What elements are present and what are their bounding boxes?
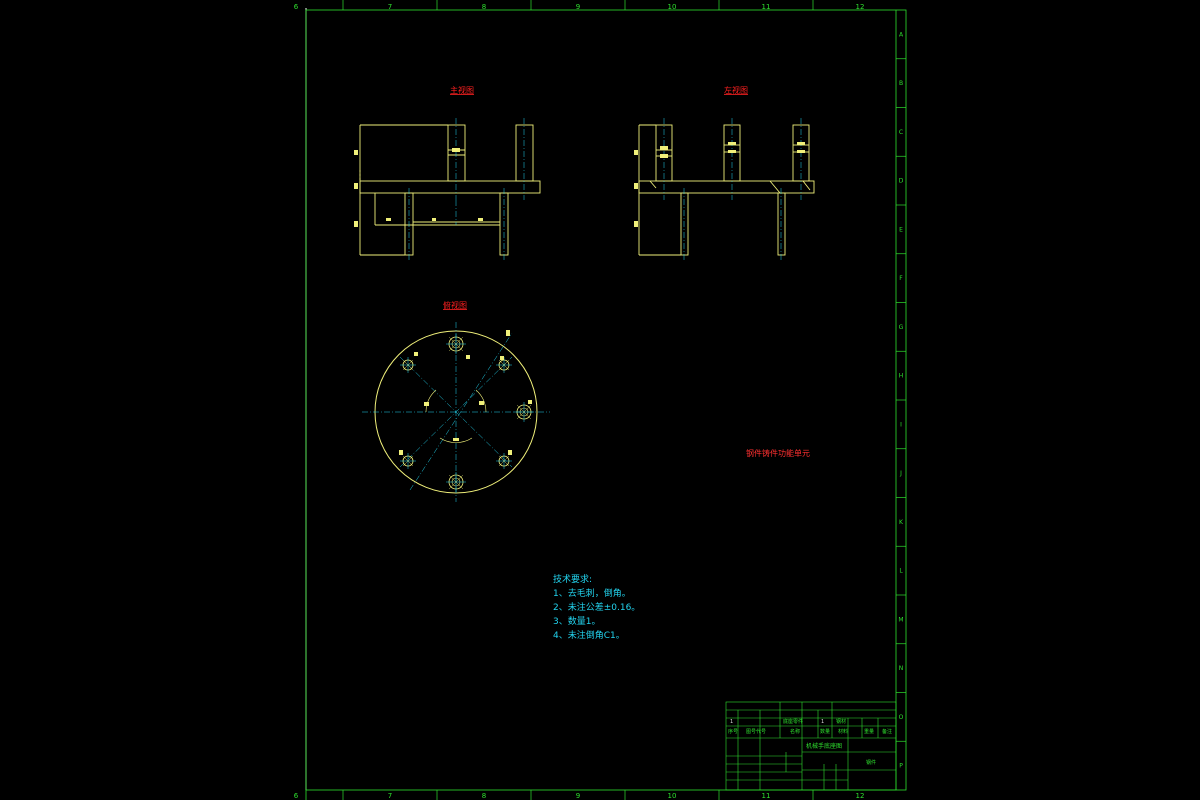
tb-row1-num: 1: [730, 719, 733, 725]
tb-material: 钢件: [866, 759, 876, 766]
right-zone-J: J: [899, 470, 902, 477]
tb-hdr-mat: 材料: [838, 728, 848, 735]
top-zone-10: 10: [668, 3, 677, 11]
top-view-holes: [400, 334, 534, 492]
tb-row1-qty: 1: [821, 719, 824, 725]
bottom-zone-10: 10: [668, 792, 677, 800]
right-zone-M: M: [898, 616, 903, 623]
tech-req-item-2: 2、未注公差±0.16。: [553, 603, 641, 613]
left-view-dims: [634, 142, 805, 227]
right-zone-ticks: A B C D E F G H I J K L M N O P: [896, 31, 906, 770]
tech-req-item-3: 3、数量1。: [553, 617, 601, 627]
bottom-zone-7: 7: [388, 792, 392, 800]
title-block: [725, 701, 897, 791]
front-view-title: 主视图: [450, 85, 474, 95]
tb-hdr-weight: 重量: [864, 728, 874, 735]
bottom-zone-11: 11: [762, 792, 771, 800]
left-view-centerlines: [663, 118, 802, 262]
right-zone-F: F: [899, 275, 903, 282]
top-zone-ticks: 6 7 8 9 10 11 12: [294, 0, 865, 11]
bottom-zone-8: 8: [482, 792, 486, 800]
right-zone-G: G: [899, 324, 904, 331]
mounting-hole: [446, 334, 466, 354]
tb-hdr-code: 图号代号: [746, 728, 766, 735]
tb-row1-mat: 钢材: [836, 718, 846, 725]
right-zone-K: K: [899, 519, 904, 526]
bottom-zone-6: 6: [294, 792, 299, 800]
top-zone-7: 7: [388, 3, 392, 11]
tb-hdr-note: 备注: [882, 728, 892, 735]
right-zone-H: H: [899, 373, 904, 380]
right-zone-N: N: [899, 665, 904, 672]
technical-requirements: 技术要求: 1、去毛刺，倒角。 2、未注公差±0.16。 3、数量1。 4、未注…: [553, 573, 640, 643]
top-view-title: 俯视图: [443, 300, 467, 310]
tech-req-item-1: 1、去毛刺，倒角。: [553, 589, 631, 599]
bottom-zone-12: 12: [856, 792, 865, 800]
right-zone-A: A: [899, 31, 904, 38]
bottom-zone-ticks: 6 7 8 9 10 11 12: [294, 790, 865, 800]
tb-hdr-name: 名称: [790, 728, 800, 735]
top-zone-6: 6: [294, 3, 299, 11]
top-zone-8: 8: [482, 3, 486, 11]
bottom-zone-9: 9: [576, 792, 580, 800]
right-zone-E: E: [899, 226, 903, 233]
top-zone-9: 9: [576, 3, 580, 11]
right-zone-L: L: [899, 568, 903, 575]
frame-outer: [305, 9, 907, 791]
top-zone-11: 11: [762, 3, 771, 11]
right-zone-P: P: [899, 763, 903, 770]
tb-hdr-seq: 序号: [728, 728, 738, 735]
mounting-hole: [400, 357, 416, 373]
front-view-centerlines: [408, 118, 525, 262]
tech-req-item-4: 4、未注倒角C1。: [553, 631, 625, 641]
right-zone-O: O: [899, 714, 904, 721]
left-view-title: 左视图: [724, 85, 748, 95]
top-view: [362, 322, 550, 502]
tb-drawing-name: 机械手底座图: [806, 742, 842, 750]
front-view: [359, 124, 541, 256]
unit-label: 钢件铸件功能单元: [746, 448, 810, 458]
tech-req-title: 技术要求:: [553, 575, 593, 585]
tb-hdr-qty: 数量: [820, 728, 830, 735]
title-block-text: 1 底座零件 1 钢材 序号 图号代号 名称 数量 材料 重量 备注 机械手底座…: [728, 718, 892, 766]
top-zone-12: 12: [856, 3, 865, 11]
right-zone-B: B: [899, 80, 903, 87]
mounting-hole: [446, 472, 466, 492]
left-view: [638, 124, 815, 256]
right-zone-I: I: [900, 421, 902, 428]
mounting-hole: [514, 402, 534, 422]
mounting-hole: [496, 453, 512, 469]
front-view-dims: [354, 148, 483, 227]
mounting-hole: [400, 453, 416, 469]
tb-row1-name: 底座零件: [783, 718, 803, 725]
right-zone-C: C: [899, 129, 903, 136]
right-zone-D: D: [899, 178, 904, 185]
